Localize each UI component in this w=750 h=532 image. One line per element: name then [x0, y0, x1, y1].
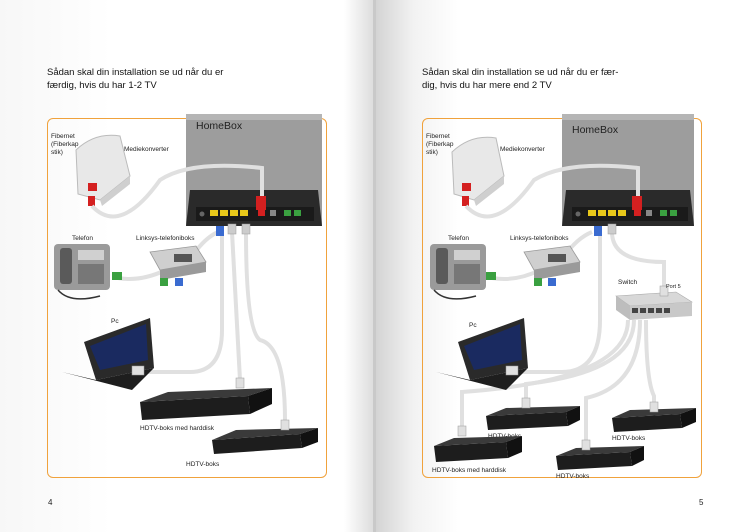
- right-page: Sådan skal din installation se ud når du…: [376, 0, 750, 532]
- cables: [90, 163, 287, 421]
- cables: [460, 163, 666, 446]
- mediekonverter-label: Mediekonverter: [124, 146, 170, 153]
- left-page: Sådan skal din installation se ud når du…: [0, 0, 374, 532]
- switch-label: Switch: [618, 279, 638, 286]
- linksys-phone-adapter: [523, 245, 581, 286]
- hdtv-1-label: HDTV-boks: [488, 433, 522, 440]
- left-heading: Sådan skal din installation se ud når du…: [47, 66, 223, 92]
- fibernet-label-1: Fibernet: [426, 133, 450, 140]
- telefon-label: Telefon: [448, 235, 469, 242]
- right-heading-line2: dig, hvis du har mere end 2 TV: [422, 80, 552, 91]
- hdtv-harddisk-label: HDTV-boks med harddisk: [432, 467, 507, 474]
- left-heading-line1: Sådan skal din installation se ud når du…: [47, 67, 224, 78]
- page-gutter: [373, 0, 377, 532]
- pc-label: Pc: [469, 322, 477, 329]
- linksys-label: Linksys-telefoniboks: [136, 235, 195, 242]
- fibernet-label-2: (Fiberkap: [426, 141, 454, 148]
- hdtv-box-2: [612, 401, 696, 432]
- fibernet-label-3: stik): [426, 149, 438, 156]
- left-heading-line2: færdig, hvis du har 1-2 TV: [47, 80, 157, 91]
- telephone: [430, 244, 496, 300]
- laptop-pc: [436, 318, 528, 390]
- right-heading: Sådan skal din installation se ud når du…: [422, 66, 618, 92]
- hdtv-label: HDTV-boks: [186, 461, 220, 468]
- mediekonverter-label: Mediekonverter: [500, 146, 546, 153]
- homebox-router: [562, 114, 694, 226]
- fibernet-label-1: Fibernet: [51, 133, 75, 140]
- right-installation-diagram: HomeBox Fibernet (Fiberkap stik) Medieko…: [426, 114, 696, 480]
- fibernet-label-3: stik): [51, 149, 63, 156]
- hdtv-box-harddisk: [140, 377, 272, 420]
- linksys-phone-adapter: [149, 245, 207, 286]
- left-installation-diagram: HomeBox Fibernet (Fiberkap stik) Medieko…: [51, 114, 322, 468]
- homebox-label: HomeBox: [572, 124, 619, 136]
- telephone: [54, 244, 122, 300]
- network-switch: [615, 285, 693, 320]
- media-converter: [451, 136, 505, 206]
- telefon-label: Telefon: [72, 235, 93, 242]
- hdtv-box-3: [556, 439, 644, 470]
- media-converter: [75, 134, 131, 206]
- hdtv-harddisk-label: HDTV-boks med harddisk: [140, 425, 215, 432]
- homebox-label: HomeBox: [196, 120, 243, 132]
- pc-label: Pc: [111, 318, 119, 325]
- laptop-pc: [62, 318, 154, 390]
- hdtv-box: [212, 419, 318, 454]
- hdtv-box-harddisk: [434, 425, 522, 462]
- hdtv-box-1: [486, 397, 580, 430]
- right-heading-line1: Sådan skal din installation se ud når du…: [422, 67, 619, 78]
- port5-label: Port 5: [666, 284, 681, 290]
- linksys-label: Linksys-telefoniboks: [510, 235, 569, 242]
- left-page-number: 4: [48, 498, 53, 507]
- fibernet-label-2: (Fiberkap: [51, 141, 79, 148]
- hdtv-2-label: HDTV-boks: [612, 435, 646, 442]
- homebox-router: [186, 114, 322, 226]
- right-page-number: 5: [699, 498, 704, 507]
- hdtv-3-label: HDTV-boks: [556, 473, 590, 480]
